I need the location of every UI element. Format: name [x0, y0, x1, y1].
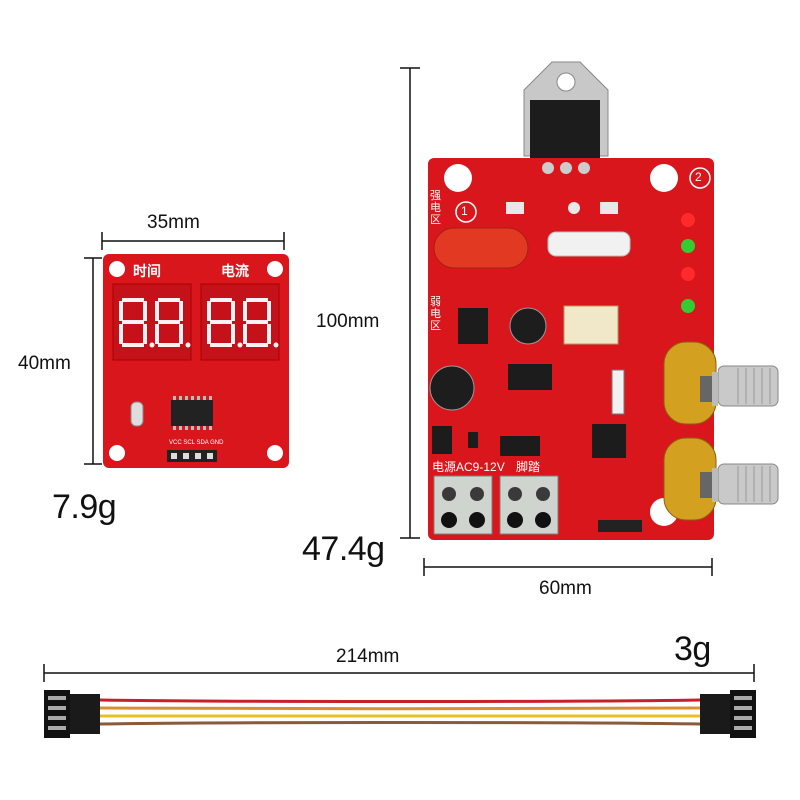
display-board-width-label: 35mm — [147, 212, 200, 233]
cable-weight: 3g — [674, 630, 711, 668]
control-board-zone-weak: 弱电区 — [430, 296, 441, 332]
cable-length-dimension — [43, 664, 755, 682]
potentiometer-shafts — [718, 365, 779, 505]
control-board-height-dimension — [400, 67, 420, 539]
control-board-zone-strong: 强电区 — [430, 190, 441, 226]
jumper-cable — [44, 690, 756, 738]
control-board-terminal-pedal-label: 脚踏 — [516, 460, 541, 474]
display-board-height-label: 40mm — [18, 353, 71, 374]
display-label-current: 电流 — [221, 263, 249, 279]
control-board-corner-1: 1 — [461, 204, 468, 218]
control-board-pcb: 1 2 强电区 弱电区 电源AC9-12V 脚踏 — [424, 60, 718, 544]
control-board-width-label: 60mm — [539, 578, 592, 599]
control-board-corner-2: 2 — [695, 170, 702, 184]
display-header-pins-label: VCC SCL SDA GND — [169, 440, 224, 446]
display-board-width-dimension — [101, 232, 285, 250]
cable-length-label: 214mm — [336, 646, 400, 667]
display-board-pcb: 时间 电流 VCC SCL SDA GND — [103, 254, 289, 468]
control-board-width-dimension — [423, 558, 713, 576]
display-label-time: 时间 — [133, 263, 161, 279]
display-board-height-dimension — [84, 257, 102, 465]
control-board-terminal-power-label: 电源AC9-12V — [432, 460, 505, 474]
control-board-weight: 47.4g — [302, 530, 385, 568]
control-board-height-label: 100mm — [316, 311, 380, 332]
display-board-weight: 7.9g — [52, 488, 117, 526]
